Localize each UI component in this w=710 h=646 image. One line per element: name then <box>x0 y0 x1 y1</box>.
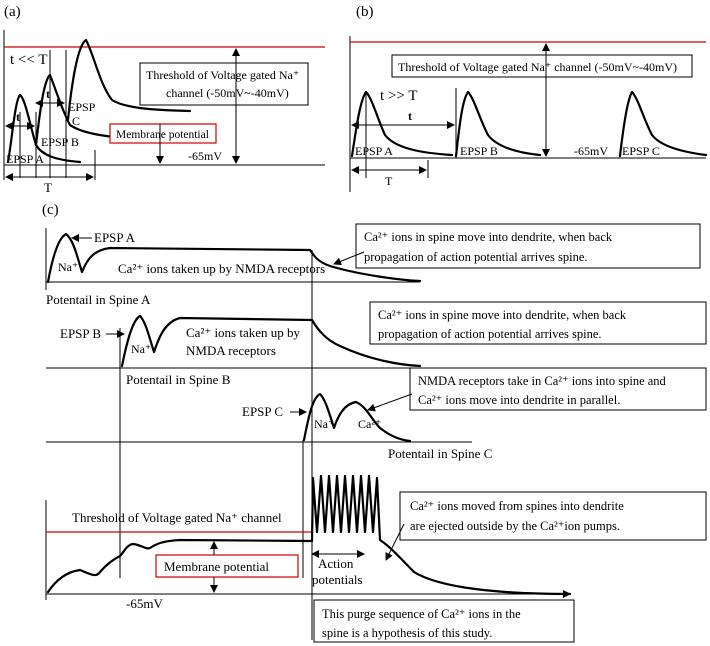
panel-b-epsp-c-curve <box>618 90 708 158</box>
spine-c-title: Potentail in Spine C <box>388 446 492 461</box>
panel-a-t-label-1: t <box>16 110 20 124</box>
spine-b-ca-line1: Ca²⁺ ions taken up by <box>186 325 301 340</box>
spine-c-note-line1: NMDA receptors take in Ca²⁺ ions into sp… <box>418 374 667 388</box>
spine-a-ca-label: Ca²⁺ ions taken up by NMDA receptors <box>118 261 325 276</box>
panel-a-epsp-a-label: EPSP A <box>6 152 44 166</box>
spine-c-note-box <box>409 367 707 411</box>
panel-a-rest-label: -65mV <box>188 149 222 163</box>
dendrite-rest-label: -65mV <box>126 596 163 611</box>
panel-b-epsp-a-label: EPSP A <box>355 144 393 158</box>
action-potential-line1: Action <box>318 556 354 571</box>
panel-b-threshold-label: Threshold of Voltage gated Na⁺ channel (… <box>398 60 677 74</box>
hypothesis-line1: This purge sequence of Ca²⁺ ions in the <box>322 607 521 621</box>
panel-a: (a) t << T t t T EPSP C EPSP B EPSP A Th… <box>3 4 325 195</box>
panel-b-epsp-b-curve <box>454 90 542 158</box>
panel-a-threshold-line2: channel (-50mV~-40mV) <box>166 86 289 100</box>
panel-b-t-gg-T: t >> T <box>380 88 417 104</box>
pump-note-arrow <box>385 523 405 561</box>
panel-b-rest-label: -65mV <box>574 144 608 158</box>
spine-c-ca-label: Ca²⁺ <box>358 417 381 431</box>
spine-c-epsp-label: EPSP C <box>242 404 283 419</box>
dendrite-membrane-label: Membrane potential <box>164 559 269 574</box>
spine-b-note-line2: propagation of action potential arrives … <box>378 327 602 341</box>
panel-a-epsp-c-line2: C <box>72 114 80 128</box>
pump-note-line1: Ca²⁺ ions moved from spines into dendrit… <box>410 499 624 513</box>
spine-c-curve <box>302 392 412 443</box>
panel-a-membrane-label: Membrane potential <box>116 129 209 141</box>
panel-a-epsp-c-line1: EPSP <box>68 100 96 114</box>
spine-a-note-line1: Ca²⁺ ions in spine move into dendrite, w… <box>364 230 613 244</box>
panel-b-epsp-a-curve <box>350 90 454 158</box>
panel-b-threshold-box <box>391 54 693 78</box>
panel-c-label: (c) <box>42 202 59 218</box>
panel-b-T-label: T <box>385 174 393 188</box>
panel-b-epsp-b-label: EPSP B <box>460 144 498 158</box>
spine-b-ca-line2: NMDA receptors <box>186 343 276 358</box>
hypothesis-line2: spine is a hypothesis of this study. <box>322 626 492 640</box>
dendrite-threshold-label: Threshold of Voltage gated Na⁺ channel <box>72 510 282 525</box>
panel-b-label: (b) <box>356 4 374 20</box>
pump-note-line2: are ejected outside by the Ca²⁺ion pumps… <box>410 519 620 533</box>
panel-a-threshold-line1: Threshold of Voltage gated Na⁺ <box>146 68 299 82</box>
spine-a-note-box <box>355 223 701 269</box>
spine-a-curve <box>46 232 422 284</box>
spine-c-note-arrow <box>367 393 413 412</box>
spine-b-curve <box>120 314 422 368</box>
panel-a-membrane-box <box>109 123 217 144</box>
spine-b-note-line1: Ca²⁺ ions in spine move into dendrite, w… <box>378 308 627 322</box>
spine-a-epsp-label: EPSP A <box>94 230 136 245</box>
spine-c-note-line2: Ca²⁺ ions move into dendrite in parallel… <box>418 393 620 407</box>
panel-b-epsp-c-label: EPSP C <box>622 144 660 158</box>
panel-c: (c) EPSP A Na⁺ Ca²⁺ ions taken up by NMD… <box>42 202 707 643</box>
spine-a-title: Potentail in Spine A <box>46 292 151 307</box>
spine-b-note-box <box>369 301 707 345</box>
panel-b-t-label: t <box>408 109 412 123</box>
spine-b-title: Potentail in Spine B <box>126 372 231 387</box>
spine-c-na-label: Na⁺ <box>314 417 334 431</box>
dendrite-membrane-curve <box>46 538 314 594</box>
panel-a-threshold-box <box>139 62 309 106</box>
hypothesis-box <box>313 599 575 643</box>
spine-a-note-line2: propagation of action potential arrives … <box>364 250 588 264</box>
spine-b-na-label: Na⁺ <box>131 342 151 356</box>
panel-a-epsp-c-curve <box>66 38 192 122</box>
pump-note-box <box>399 491 707 541</box>
panel-a-label: (a) <box>4 4 21 20</box>
panel-a-t-label-2: t <box>46 87 50 101</box>
action-potential-line2: potentials <box>312 572 363 587</box>
dendrite-action-potentials <box>310 474 572 596</box>
panel-b: (b) Threshold of Voltage gated Na⁺ chann… <box>349 4 708 192</box>
panel-a-epsp-b-label: EPSP B <box>41 135 79 149</box>
panel-a-t-ll-T: t << T <box>10 52 47 68</box>
spine-a-note-arrow <box>333 251 365 266</box>
dendrite-membrane-box <box>155 554 299 578</box>
panel-a-T-label: T <box>44 180 52 195</box>
spine-b-epsp-label: EPSP B <box>60 326 101 341</box>
spine-a-na-label: Na⁺ <box>58 260 78 274</box>
